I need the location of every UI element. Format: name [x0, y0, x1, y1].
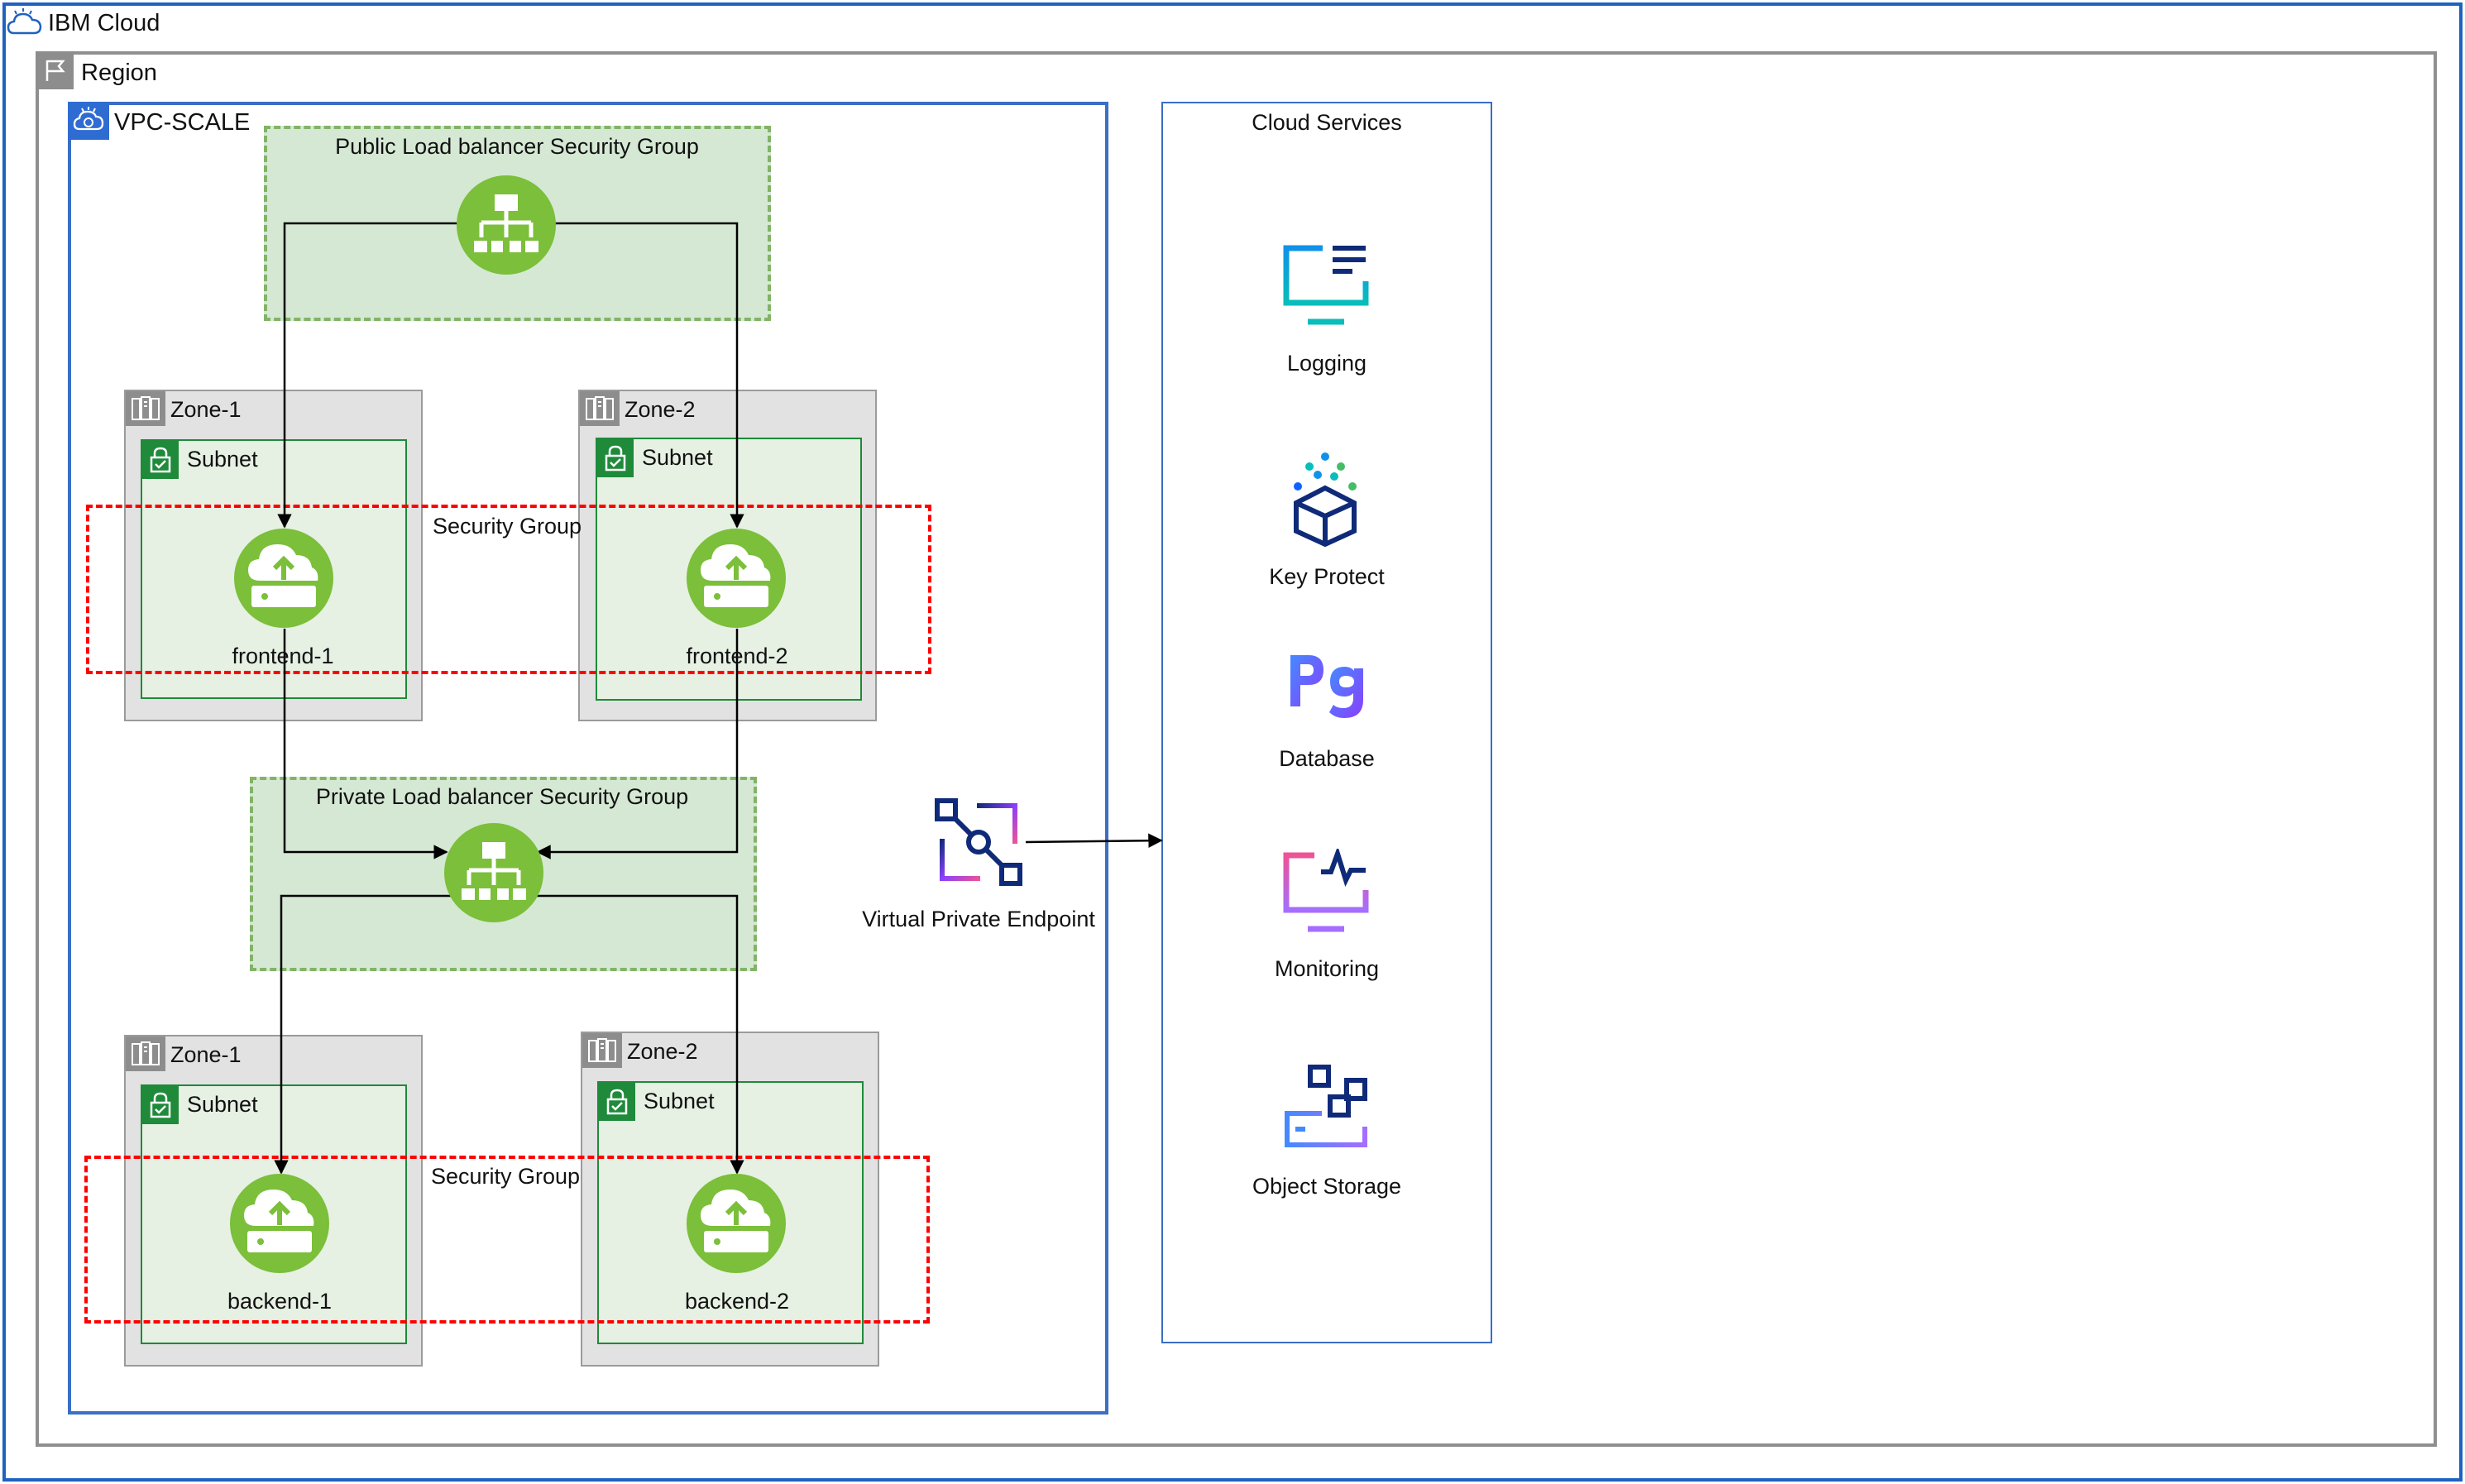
- frontend-subnet-1-label: Subnet: [187, 447, 258, 472]
- frontend-security-group: [86, 505, 931, 674]
- frontend-zone-1-label: Zone-1: [170, 397, 242, 422]
- region-container: [36, 51, 2437, 1447]
- virtual-private-endpoint-icon: [935, 798, 1022, 886]
- backend-1-node[interactable]: [229, 1173, 330, 1274]
- public-lb-security-group-label: Public Load balancer Security Group: [335, 134, 699, 159]
- region-label: Region: [81, 60, 157, 86]
- zone-datacenter-icon: [582, 1033, 622, 1068]
- virtual-server-icon: [230, 1174, 329, 1273]
- monitoring-monitor-icon[interactable]: [1280, 849, 1372, 936]
- virtual-server-icon: [687, 529, 786, 628]
- private-load-balancer-node[interactable]: [443, 822, 544, 923]
- virtual-server-icon: [234, 529, 333, 628]
- subnet-lock-icon: [142, 1086, 179, 1124]
- frontend-subnet-2-label: Subnet: [642, 445, 713, 470]
- cloud-services-title: Cloud Services: [1252, 110, 1402, 135]
- ibm-cloud-icon: [7, 7, 43, 41]
- private-lb-security-group-label: Private Load balancer Security Group: [315, 784, 689, 809]
- vpc-label: VPC-SCALE: [114, 109, 251, 136]
- zone-datacenter-icon: [126, 1036, 165, 1071]
- backend-subnet-2-label: Subnet: [644, 1089, 715, 1113]
- subnet-lock-icon: [142, 441, 179, 479]
- subnet-lock-icon: [597, 439, 634, 477]
- backend-2-label: backend-2: [684, 1289, 790, 1314]
- subnet-lock-icon: [599, 1083, 635, 1121]
- frontend-1-label: frontend-1: [232, 644, 334, 668]
- frontend-2-label: frontend-2: [686, 644, 788, 668]
- public-load-balancer-node[interactable]: [456, 175, 557, 275]
- frontend-zone-2-label: Zone-2: [625, 397, 696, 422]
- load-balancer-icon: [444, 823, 543, 922]
- logging-label: Logging: [1286, 351, 1367, 376]
- logging-monitor-icon[interactable]: [1280, 242, 1372, 329]
- object-storage-label: Object Storage: [1252, 1174, 1402, 1199]
- backend-security-group-label: Security Group: [430, 1164, 581, 1189]
- backend-1-label: backend-1: [227, 1289, 333, 1314]
- backend-2-node[interactable]: [686, 1173, 787, 1274]
- backend-zone-1-label: Zone-1: [170, 1042, 242, 1067]
- vpc-container: [68, 102, 1108, 1415]
- frontend-2-node[interactable]: [686, 528, 787, 629]
- frontend-1-node[interactable]: [233, 528, 334, 629]
- key-protect-label: Key Protect: [1269, 564, 1385, 589]
- virtual-private-endpoint-node[interactable]: [931, 794, 1027, 890]
- virtual-server-icon: [687, 1174, 786, 1273]
- load-balancer-icon: [457, 175, 556, 275]
- database-label: Database: [1279, 746, 1375, 771]
- backend-security-group: [84, 1156, 930, 1324]
- virtual-private-endpoint-label: Virtual Private Endpoint: [862, 907, 1095, 931]
- key-protect-cube-icon[interactable]: [1288, 450, 1362, 548]
- region-flag-icon: [36, 51, 74, 89]
- postgresql-pg-icon[interactable]: [1287, 653, 1367, 723]
- ibm-cloud-label: IBM Cloud: [48, 10, 160, 36]
- backend-subnet-1-label: Subnet: [187, 1092, 258, 1117]
- monitoring-label: Monitoring: [1274, 956, 1380, 981]
- vpc-icon: [68, 102, 109, 140]
- zone-datacenter-icon: [126, 391, 165, 426]
- object-storage-icon[interactable]: [1280, 1062, 1371, 1153]
- backend-zone-2-label: Zone-2: [627, 1039, 698, 1064]
- frontend-security-group-label: Security Group: [432, 514, 582, 539]
- zone-datacenter-icon: [580, 391, 620, 426]
- cloud-services-container: [1161, 102, 1492, 1343]
